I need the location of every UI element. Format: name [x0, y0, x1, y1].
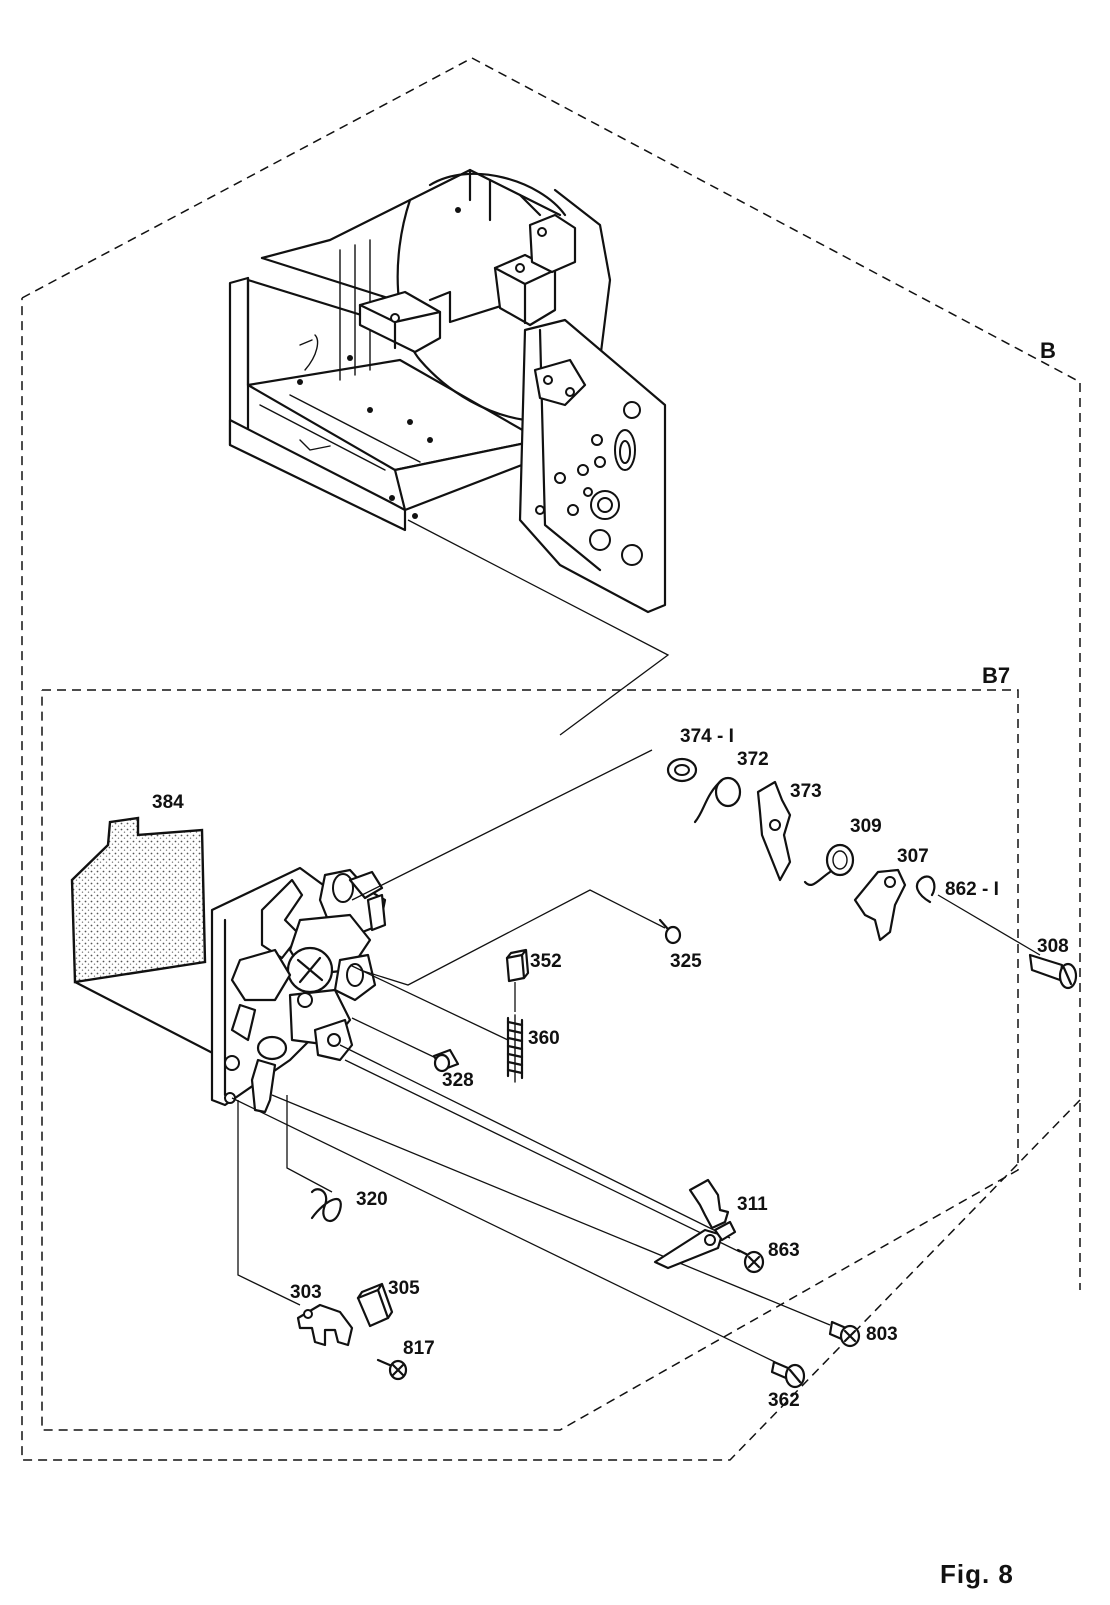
leader-320 — [286, 1095, 333, 1193]
part-328-pin — [432, 1048, 460, 1073]
group-label-b7: B7 — [982, 663, 1010, 688]
callout-311: 311 — [737, 1194, 768, 1215]
part-311-lever — [653, 1178, 737, 1270]
leader-803 — [271, 1094, 831, 1326]
leader-303 — [237, 1100, 301, 1306]
callout-373: 373 — [790, 781, 822, 802]
part-863-screw — [736, 1248, 765, 1274]
part-817-screw — [376, 1358, 408, 1381]
camera-body-frame — [228, 168, 667, 614]
leader-311-shaft — [339, 1044, 731, 1239]
part-320-spring — [310, 1188, 342, 1222]
callout-362: 362 — [768, 1390, 800, 1411]
part-372-spring — [693, 776, 742, 824]
callout-352: 352 — [530, 951, 562, 972]
callout-328: 328 — [442, 1070, 474, 1091]
part-305-pad — [356, 1282, 394, 1328]
group-b-boundary-lower — [21, 298, 1081, 1461]
part-803-screw — [828, 1320, 861, 1348]
part-862-1-ring — [915, 875, 936, 904]
leader-360 — [349, 964, 509, 1041]
callout-303: 303 — [290, 1282, 322, 1303]
part-373-lever — [756, 780, 792, 882]
callout-817: 817 — [403, 1338, 435, 1359]
callout-862-1: 862 - I — [945, 879, 999, 900]
leader-311-shaft-2 — [344, 1059, 741, 1253]
part-307-lever — [853, 868, 907, 942]
callout-360: 360 — [528, 1028, 560, 1049]
part-384-sheet — [70, 816, 267, 1082]
leader-328 — [351, 1017, 437, 1059]
leader-362 — [231, 1097, 776, 1363]
leader-862-1 — [937, 894, 1041, 956]
callout-325: 325 — [670, 951, 702, 972]
group-label-b: B — [1040, 338, 1056, 363]
part-325-spring — [658, 918, 682, 945]
part-309-spring — [803, 843, 855, 887]
callout-308: 308 — [1037, 936, 1069, 957]
leader-374-1 — [351, 749, 653, 901]
callout-374-1: 374 - I — [680, 726, 734, 747]
mechanism-plate-assembly — [210, 866, 387, 1114]
callout-863: 863 — [768, 1240, 800, 1261]
group-b7-boundary — [41, 689, 1019, 1431]
figure-caption: Fig. 8 — [940, 1559, 1014, 1589]
part-360-spring — [506, 1014, 524, 1083]
leader-325 — [359, 889, 666, 986]
part-303-bracket — [296, 1303, 354, 1347]
callout-305: 305 — [388, 1278, 420, 1299]
leader-body-to-plate — [407, 519, 670, 736]
callout-309: 309 — [850, 816, 882, 837]
callout-320: 320 — [356, 1189, 388, 1210]
callout-372: 372 — [737, 749, 769, 770]
callout-803: 803 — [866, 1324, 898, 1345]
callout-384: 384 — [152, 792, 184, 813]
callout-307: 307 — [897, 846, 929, 867]
group-b-boundary — [21, 57, 1081, 1290]
part-362-screw — [770, 1360, 806, 1389]
part-352-block — [505, 948, 530, 983]
part-308-screw — [1028, 953, 1078, 990]
